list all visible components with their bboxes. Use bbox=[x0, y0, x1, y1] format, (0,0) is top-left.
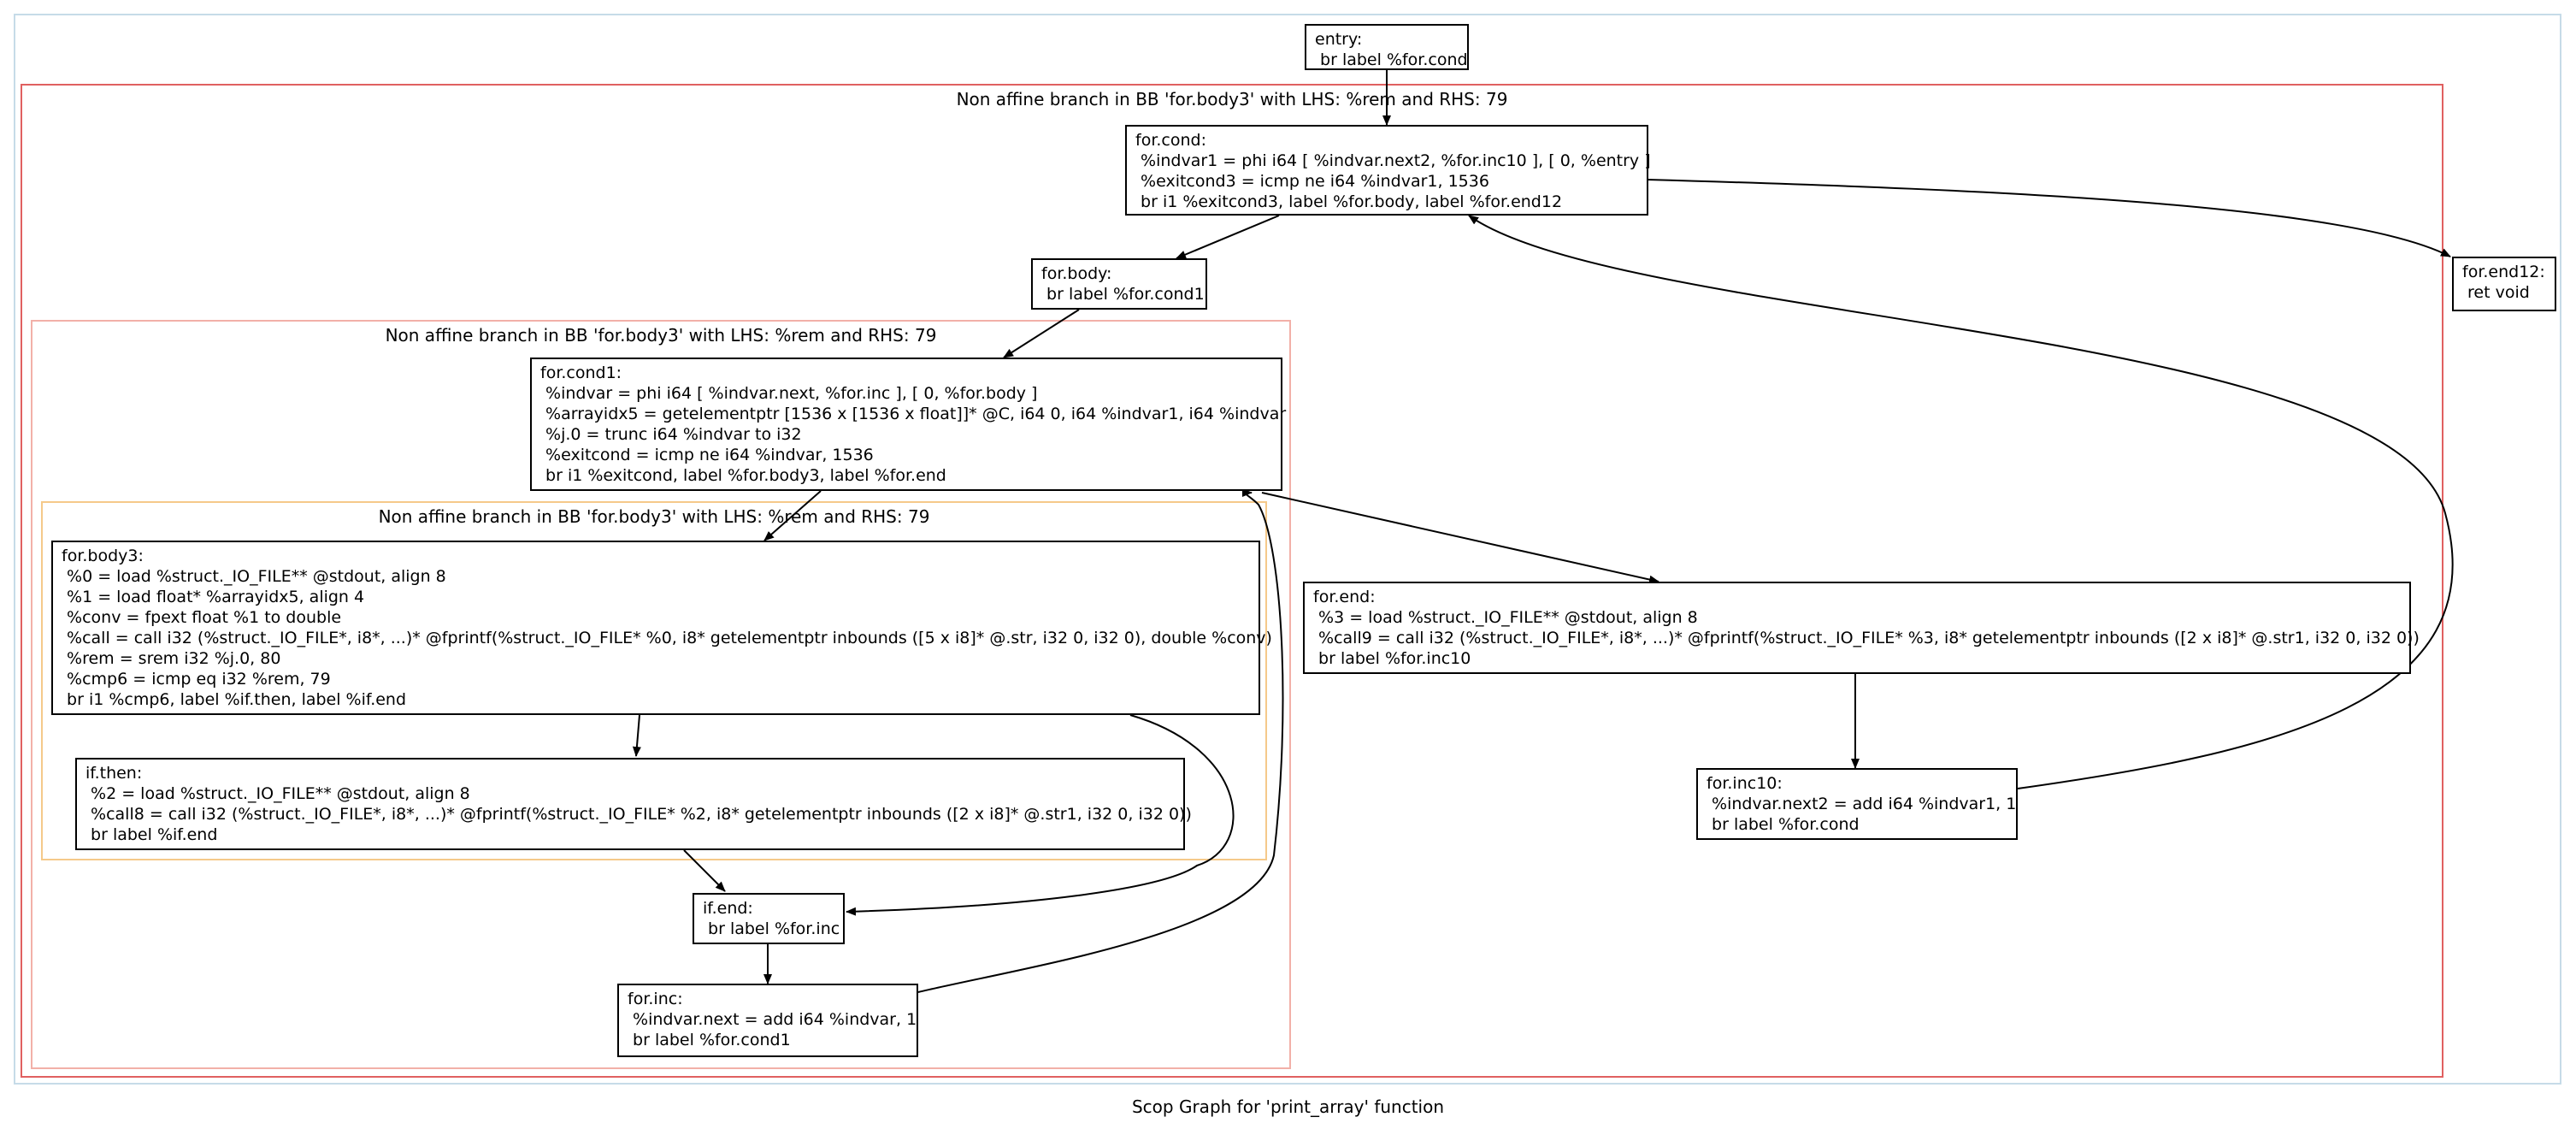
node-title: for.end: bbox=[1313, 588, 1376, 606]
node-for-end12: for.end12: ret void bbox=[2452, 257, 2556, 311]
node-line: %j.0 = trunc i64 %indvar to i32 bbox=[540, 425, 802, 444]
node-for-cond1: for.cond1: %indvar = phi i64 [ %indvar.n… bbox=[530, 358, 1287, 491]
cluster-label: Non affine branch in BB 'for.body3' with… bbox=[956, 89, 1508, 109]
node-line: %call8 = call i32 (%struct._IO_FILE*, i8… bbox=[85, 805, 1192, 824]
edge-for-cond1-to-for-end bbox=[1261, 492, 1659, 584]
edge-for-body3-to-if-end bbox=[846, 714, 1235, 916]
node-line: %3 = load %struct._IO_FILE** @stdout, al… bbox=[1313, 608, 1698, 627]
node-title: for.cond1: bbox=[540, 364, 622, 382]
node-title: for.cond: bbox=[1135, 131, 1206, 150]
edge-for-cond-to-for-end12 bbox=[1646, 179, 2451, 257]
node-for-cond: for.cond: %indvar1 = phi i64 [ %indvar.n… bbox=[1125, 125, 1651, 216]
node-for-inc10: for.inc10: %indvar.next2 = add i64 %indv… bbox=[1696, 768, 2018, 840]
cluster-label: Non affine branch in BB 'for.body3' with… bbox=[378, 506, 930, 527]
node-line: %indvar.next = add i64 %indvar, 1 bbox=[628, 1010, 917, 1029]
node-line: %call9 = call i32 (%struct._IO_FILE*, i8… bbox=[1313, 629, 2420, 647]
node-line: br label %for.inc10 bbox=[1313, 649, 1471, 668]
node-line: %call = call i32 (%struct._IO_FILE*, i8*… bbox=[62, 629, 1272, 647]
node-line: %1 = load float* %arrayidx5, align 4 bbox=[62, 588, 365, 606]
node-title: if.then: bbox=[85, 764, 143, 783]
node-line: br label %for.cond bbox=[1315, 50, 1468, 69]
node-title: for.body3: bbox=[62, 547, 144, 565]
cluster-non-affine-outer: Non affine branch in BB 'for.body3' with… bbox=[21, 84, 2443, 1078]
node-if-end: if.end: br label %for.inc bbox=[693, 893, 845, 944]
node-line: %2 = load %struct._IO_FILE** @stdout, al… bbox=[85, 784, 470, 803]
cluster-label: Non affine branch in BB 'for.body3' with… bbox=[385, 325, 937, 346]
node-entry: entry: br label %for.cond bbox=[1305, 24, 1469, 70]
node-line: br label %for.cond1 bbox=[628, 1031, 791, 1049]
node-line: br label %for.cond bbox=[1707, 815, 1860, 834]
node-line: br label %for.cond1 bbox=[1041, 285, 1205, 304]
node-line: br i1 %exitcond3, label %for.body, label… bbox=[1135, 192, 1563, 211]
node-title: for.end12: bbox=[2462, 263, 2545, 281]
graph-caption: Scop Graph for 'print_array' function bbox=[1131, 1096, 1445, 1117]
node-line: %0 = load %struct._IO_FILE** @stdout, al… bbox=[62, 567, 446, 586]
node-line: %exitcond = icmp ne i64 %indvar, 1536 bbox=[540, 446, 874, 464]
edge-for-cond-to-for-body bbox=[1176, 215, 1280, 259]
node-for-body3: for.body3: %0 = load %struct._IO_FILE** … bbox=[51, 541, 1272, 715]
cluster-non-affine-inner: Non affine branch in BB 'for.body3' with… bbox=[41, 501, 1267, 860]
node-title: for.body: bbox=[1041, 264, 1112, 283]
outer-cluster bbox=[14, 14, 2561, 1085]
node-line: br i1 %cmp6, label %if.then, label %if.e… bbox=[62, 690, 407, 709]
node-line: %indvar = phi i64 [ %indvar.next, %for.i… bbox=[540, 384, 1038, 403]
edge-for-cond1-to-for-body3 bbox=[763, 490, 822, 541]
node-line: %arrayidx5 = getelementptr [1536 x [1536… bbox=[540, 405, 1287, 423]
edge-for-inc-to-for-cond1 bbox=[917, 488, 1284, 993]
node-line: %exitcond3 = icmp ne i64 %indvar1, 1536 bbox=[1135, 172, 1489, 191]
node-line: br label %if.end bbox=[85, 825, 218, 844]
node-for-body: for.body: br label %for.cond1 bbox=[1031, 258, 1207, 310]
node-for-end: for.end: %3 = load %struct._IO_FILE** @s… bbox=[1303, 582, 2420, 674]
edge-for-inc10-to-for-cond bbox=[1468, 215, 2454, 789]
node-line: %indvar.next2 = add i64 %indvar1, 1 bbox=[1707, 795, 2017, 813]
edge-for-body3-to-if-then bbox=[632, 714, 641, 757]
node-title: for.inc: bbox=[628, 990, 683, 1008]
node-line: br i1 %exitcond, label %for.body3, label… bbox=[540, 466, 946, 485]
cluster-non-affine-middle: Non affine branch in BB 'for.body3' with… bbox=[31, 320, 1291, 1069]
node-line: %cmp6 = icmp eq i32 %rem, 79 bbox=[62, 670, 331, 689]
node-title: if.end: bbox=[703, 899, 753, 918]
edge-for-body-to-for-cond1 bbox=[1003, 309, 1080, 358]
node-line: %rem = srem i32 %j.0, 80 bbox=[62, 649, 281, 668]
edge-if-then-to-if-end bbox=[683, 849, 726, 892]
node-if-then: if.then: %2 = load %struct._IO_FILE** @s… bbox=[75, 758, 1192, 850]
node-line: ret void bbox=[2462, 283, 2530, 302]
node-line: %indvar1 = phi i64 [ %indvar.next2, %for… bbox=[1135, 151, 1651, 170]
node-line: br label %for.inc bbox=[703, 919, 840, 938]
node-title: entry: bbox=[1315, 30, 1363, 49]
node-for-inc: for.inc: %indvar.next = add i64 %indvar,… bbox=[617, 984, 918, 1057]
node-line: %conv = fpext float %1 to double bbox=[62, 608, 342, 627]
node-title: for.inc10: bbox=[1707, 774, 1783, 793]
